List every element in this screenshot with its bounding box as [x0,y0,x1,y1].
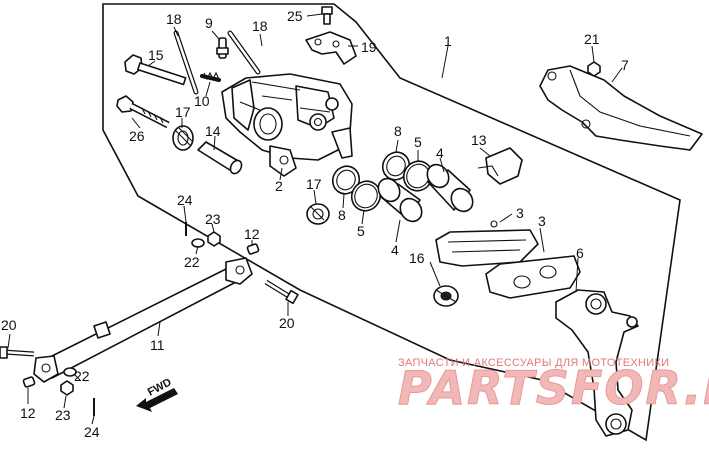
callout-23-lower: 23 [55,407,71,423]
forward-direction-arrow: FWD [136,376,178,412]
part-20-bolt-lower [0,346,35,359]
callout-3-upper: 3 [516,205,524,221]
callout-13: 13 [471,132,487,148]
part-4-piston-upper [426,163,474,213]
callout-12-lower: 12 [20,405,36,421]
callout-7: 7 [621,57,629,73]
part-3-brake-pad-upper [435,220,539,267]
part-11-torque-rod [33,257,253,383]
part-20-bolt-upper [264,279,299,305]
watermark: ЗАПЧАСТИ И АКСЕССУАРЫ ДЛЯ МОТОТЕХНИКИ PA… [398,357,709,416]
part-13-pad-spring [477,147,523,185]
part-12-collar-upper [246,243,260,255]
part-19-bracket [305,31,357,65]
part-23-nut-upper [207,231,221,247]
callout-16: 16 [409,250,425,266]
callout-23-upper: 23 [205,211,221,227]
callout-5-upper: 5 [414,134,422,150]
part-22-washer-lower [63,367,77,377]
callout-25: 25 [287,8,303,24]
callout-1: 1 [444,33,452,49]
assembly-boundary [102,3,681,442]
callout-24-lower: 24 [84,424,100,440]
watermark-brand: PARTSFOR.RU [398,361,709,415]
callout-12-upper: 12 [244,226,260,242]
part-18-bolt-right [227,30,261,75]
part-25-bolt [321,6,333,25]
part-26-bolt [116,95,170,129]
part-7-caliper-guard [539,65,703,151]
part-17-boot-lower [306,203,330,225]
callout-15: 15 [148,47,164,63]
leader-lines [7,13,623,425]
part-22-washer-upper [191,238,205,248]
part-6-caliper-bracket [555,289,639,437]
callout-26: 26 [129,128,145,144]
callout-6: 6 [576,245,584,261]
callout-17-lower: 17 [306,176,322,192]
callout-14: 14 [205,123,221,139]
callout-2: 2 [275,178,283,194]
part-3-brake-pad-lower [485,255,581,299]
callout-8-upper: 8 [394,123,402,139]
part-5-piston-seal-upper [402,160,434,192]
callout-4-lower: 4 [391,242,399,258]
part-18-bolt-left [173,30,199,95]
part-12-collar-lower [22,376,36,388]
part-14-sleeve [197,141,243,175]
part-21-nut [587,61,601,77]
part-15-bolt [124,54,187,86]
part-9-bleeder-valve [216,37,229,59]
part-5-piston-seal-lower [350,180,382,212]
callout-9: 9 [205,15,213,31]
part-23-nut-lower [60,380,74,396]
part-2-caliper-body [221,73,353,177]
callout-20-upper: 20 [279,315,295,331]
callout-18-left: 18 [166,11,182,27]
callout-10: 10 [194,93,210,109]
callout-22-lower: 22 [74,368,90,384]
callout-5-lower: 5 [357,223,365,239]
callout-19: 19 [361,39,377,55]
callout-24-upper: 24 [177,192,193,208]
callout-18-right: 18 [252,18,268,34]
callout-20-lower: 20 [1,317,17,333]
callout-4-upper: 4 [436,145,444,161]
callout-21: 21 [584,31,600,47]
callout-8-lower: 8 [338,207,346,223]
callout-3-lower: 3 [538,213,546,229]
part-16-bushing [433,285,459,307]
callout-17-upper: 17 [175,104,191,120]
watermark-tagline: ЗАПЧАСТИ И АКСЕССУАРЫ ДЛЯ МОТОТЕХНИКИ [398,357,669,369]
part-4-piston-lower [377,177,423,223]
part-17-boot-upper [172,125,194,151]
callout-11: 11 [150,337,165,353]
part-10-pin [200,71,221,82]
callout-22-upper: 22 [184,254,200,270]
callout-labels: 18 9 18 25 19 1 15 10 17 14 26 2 17 8 5 … [1,8,629,440]
